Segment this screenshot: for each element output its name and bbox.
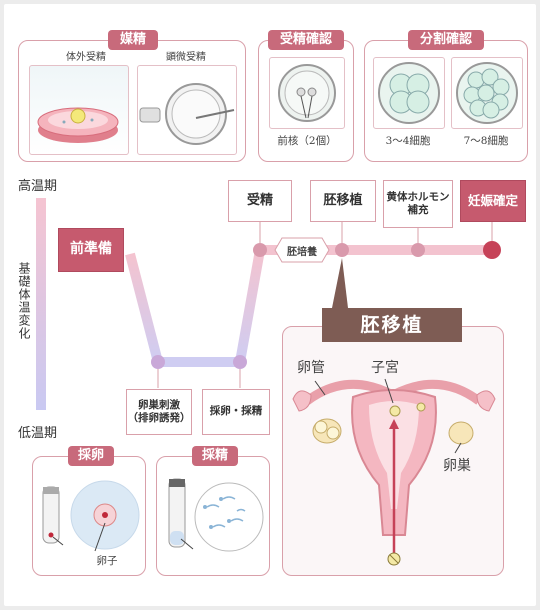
- curve-rise: [235, 249, 265, 363]
- step-ovarian-stim: 卵巣刺激 （排卵誘発）: [126, 389, 192, 435]
- dot-fertilization: [253, 243, 267, 257]
- panel-insemination: 体外受精 顕微受精: [18, 40, 246, 162]
- panel-fertilization-check: 前核（2個）: [258, 40, 354, 162]
- dot-stim: [151, 355, 165, 369]
- axis-bar: [36, 198, 46, 410]
- tab-sperm-collection: 採精: [192, 446, 238, 466]
- label-icsi: 顕微受精: [166, 52, 206, 63]
- title-embryo-transfer: 胚移植: [322, 308, 462, 342]
- icsi-image: [137, 65, 237, 155]
- caption-3-4-cell: 3〜4細胞: [385, 135, 431, 147]
- pronucleus-image: [269, 57, 345, 129]
- dot-retrieval: [233, 355, 247, 369]
- tab-cleavage-check: 分割確認: [408, 30, 484, 50]
- panel-egg-retrieval: 卵子: [32, 456, 146, 576]
- step-prep: 前準備: [58, 228, 124, 272]
- caption-7-8-cell: 7〜8細胞: [463, 135, 509, 147]
- caption-egg: 卵子: [96, 555, 118, 567]
- curve-descend: [125, 252, 163, 364]
- axis-low-label: 低温期: [18, 426, 58, 441]
- label-fallopian-tube: 卵管: [297, 360, 325, 376]
- step-transfer: 胚移植: [310, 180, 376, 222]
- step-culture: 胚培養: [287, 247, 317, 258]
- label-ovary: 卵巣: [443, 458, 471, 474]
- tab-egg-retrieval: 採卵: [68, 446, 114, 466]
- step-retrieval: 採卵・採精: [202, 389, 270, 435]
- ivf-image: [29, 65, 129, 155]
- axis-vertical-label: 基礎体温変化: [17, 262, 31, 340]
- caption-pronucleus: 前核（2個）: [277, 135, 337, 147]
- cleavage-4-image: [373, 57, 445, 129]
- panel-embryo-transfer: 卵管 子宮 卵巣: [282, 326, 504, 576]
- dot-pregnancy: [483, 241, 501, 259]
- step-pregnancy: 妊娠確定: [460, 180, 526, 222]
- dot-luteal: [411, 243, 425, 257]
- cleavage-8-image: [451, 57, 523, 129]
- transfer-pointer: [332, 258, 348, 308]
- culture-hexagon: [274, 237, 330, 263]
- step-luteal: 黄体ホルモン 補充: [383, 180, 453, 228]
- tab-insemination: 媒精: [108, 30, 158, 50]
- axis-high-label: 高温期: [18, 179, 58, 194]
- dot-transfer: [335, 243, 349, 257]
- tab-fertilization-check: 受精確認: [268, 30, 344, 50]
- label-uterus: 子宮: [371, 360, 399, 376]
- label-ivf: 体外受精: [66, 52, 106, 63]
- panel-sperm-collection: [156, 456, 270, 576]
- panel-cleavage-check: 3〜4細胞 7〜8細胞: [364, 40, 528, 162]
- step-fertilization: 受精: [228, 180, 292, 222]
